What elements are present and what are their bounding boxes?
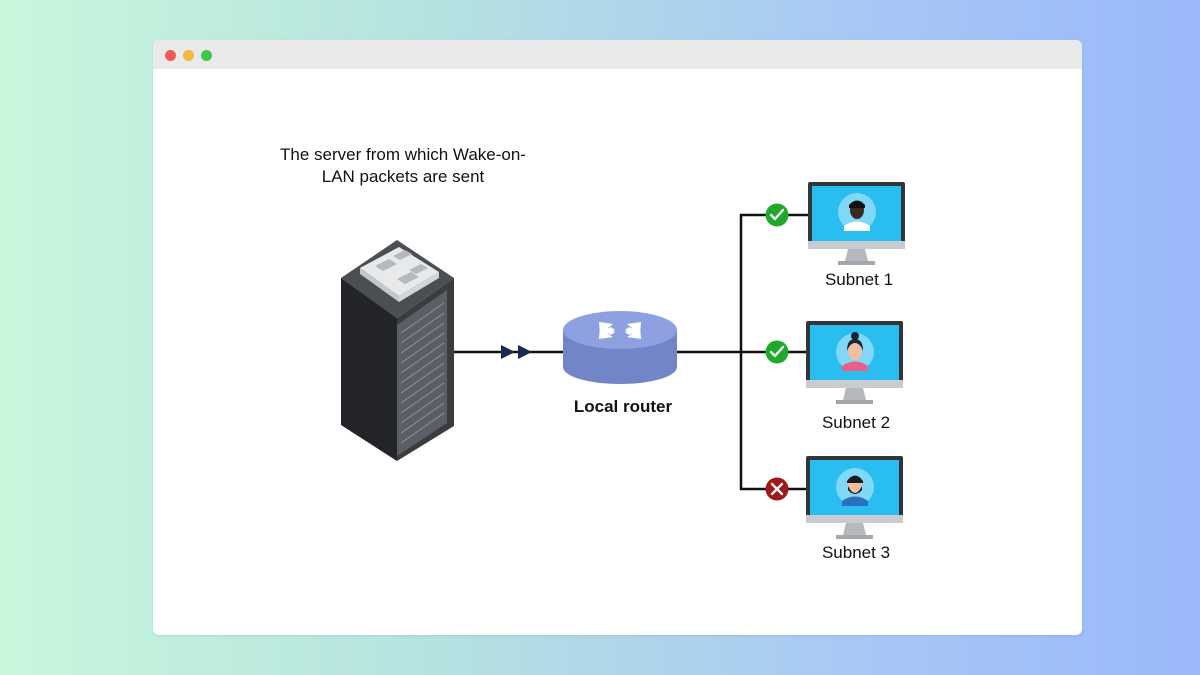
network-diagram <box>341 182 905 539</box>
minimize-window-button[interactable] <box>183 50 194 61</box>
subnet-2-label: Subnet 2 <box>821 413 891 432</box>
server-caption: The server from which Wake-on-LAN packet… <box>280 145 526 186</box>
subnet-1-status-check-icon <box>765 203 789 227</box>
close-window-button[interactable] <box>165 50 176 61</box>
subnet-1-label: Subnet 1 <box>824 270 894 289</box>
subnet-3-label: Subnet 3 <box>821 543 891 562</box>
subnet-3-status-cross-icon <box>765 477 789 501</box>
packet-arrows-icon <box>501 345 532 359</box>
window-titlebar <box>153 40 1082 69</box>
server-tower-icon <box>341 240 454 461</box>
router-label: Local router <box>573 397 673 416</box>
subnet-3-computer-icon <box>806 456 903 539</box>
router-icon <box>563 311 677 384</box>
subnet-2-computer-icon <box>806 321 903 404</box>
browser-window: The server from which Wake-on-LAN packet… <box>153 40 1082 635</box>
subnet-2-status-check-icon <box>765 340 789 364</box>
subnet-1-computer-icon <box>808 182 905 265</box>
maximize-window-button[interactable] <box>201 50 212 61</box>
